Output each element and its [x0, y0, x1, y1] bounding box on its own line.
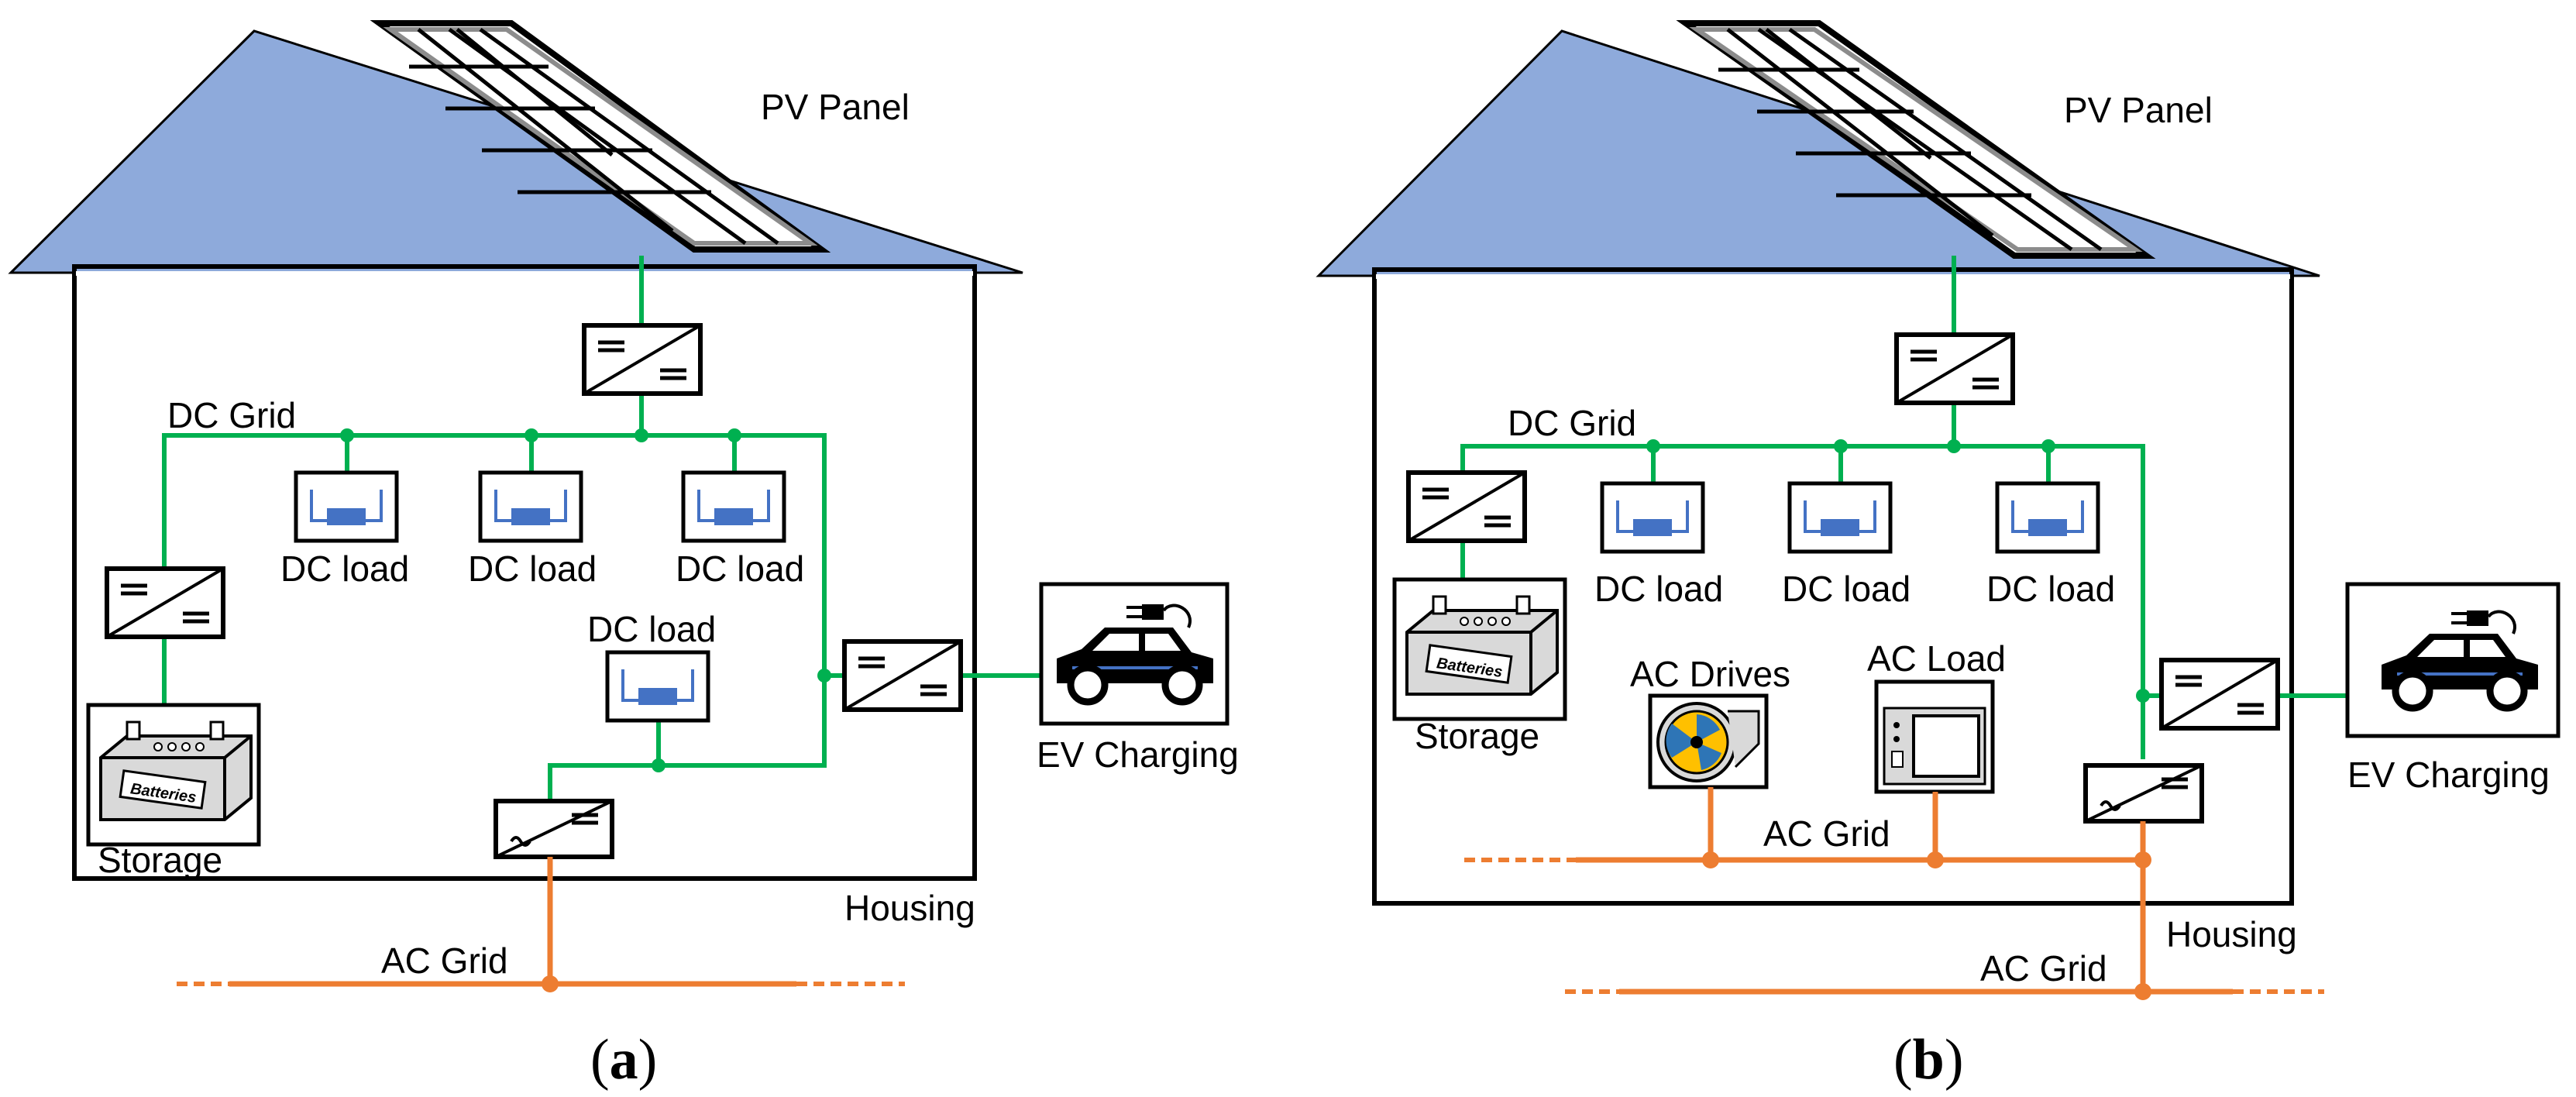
housing-box [1372, 267, 2294, 906]
ac-load-icon [1874, 679, 1995, 794]
pv-panel-icon [370, 20, 831, 253]
panel-b: PV Panel DC load DC load DC load [1316, 20, 2561, 1092]
dc-load-label: DC load [587, 609, 716, 649]
pv-panel-label: PV Panel [761, 87, 910, 127]
housing-box [72, 264, 977, 881]
dc-load-icon [607, 652, 708, 720]
ev-charging-label: EV Charging [1037, 734, 1239, 775]
dc-load-label: DC load [468, 548, 597, 589]
dc-load-icon [296, 473, 397, 541]
dc-load-icon [1997, 483, 2098, 552]
grid-ac-converter [496, 801, 612, 857]
ac-grid-label: AC Grid [381, 941, 508, 981]
pv-panel-label: PV Panel [2064, 90, 2213, 130]
storage-dc-converter [1408, 473, 1525, 541]
pv-dc-converter [584, 325, 700, 394]
storage-label: Storage [1415, 716, 1539, 756]
dc-load-icon [683, 473, 784, 541]
dc-load-icon [480, 473, 581, 541]
storage-dc-converter [107, 569, 223, 637]
dc-load-label: DC load [676, 548, 804, 589]
ev-dc-converter [844, 641, 961, 710]
ac-grid-lines [177, 857, 905, 992]
ac-grid-outer-label: AC Grid [1980, 948, 2107, 989]
dc-grid-label: DC Grid [1508, 403, 1636, 443]
grid-ac-converter [2086, 765, 2202, 821]
ac-grid-inner-label: AC Grid [1763, 813, 1890, 854]
dc-load-label: DC load [1782, 569, 1911, 609]
ev-charging-label: EV Charging [2347, 755, 2550, 795]
ac-grid-inner-lines [1464, 787, 2151, 868]
pv-panel-icon [1676, 20, 2156, 259]
ac-drives-icon [1648, 693, 1769, 789]
pv-dc-converter [1897, 335, 2013, 403]
caption-b: (b) [1893, 1028, 1963, 1092]
panel-a: PV Panel [8, 20, 1239, 1092]
ac-drives-label: AC Drives [1630, 654, 1790, 694]
dc-grid-label: DC Grid [167, 395, 296, 435]
dc-load-icon [1602, 483, 1703, 552]
caption-a: (a) [590, 1028, 657, 1092]
housing-label: Housing [2166, 914, 2297, 954]
ev-dc-converter [2162, 660, 2278, 728]
dc-grid-lines [1460, 256, 2347, 759]
ac-grid-outer-lines [1565, 821, 2324, 1000]
housing-label: Housing [844, 888, 975, 928]
storage-label: Storage [98, 840, 222, 880]
ev-charger [2345, 582, 2561, 738]
dc-load-label: DC load [1986, 569, 2115, 609]
dc-junctions [340, 428, 831, 772]
dc-load-label: DC load [1594, 569, 1723, 609]
ac-load-label: AC Load [1867, 638, 2006, 679]
dc-junctions [1646, 439, 2150, 703]
dc-load-icon [1790, 483, 1890, 552]
dc-load-label: DC load [280, 548, 409, 589]
